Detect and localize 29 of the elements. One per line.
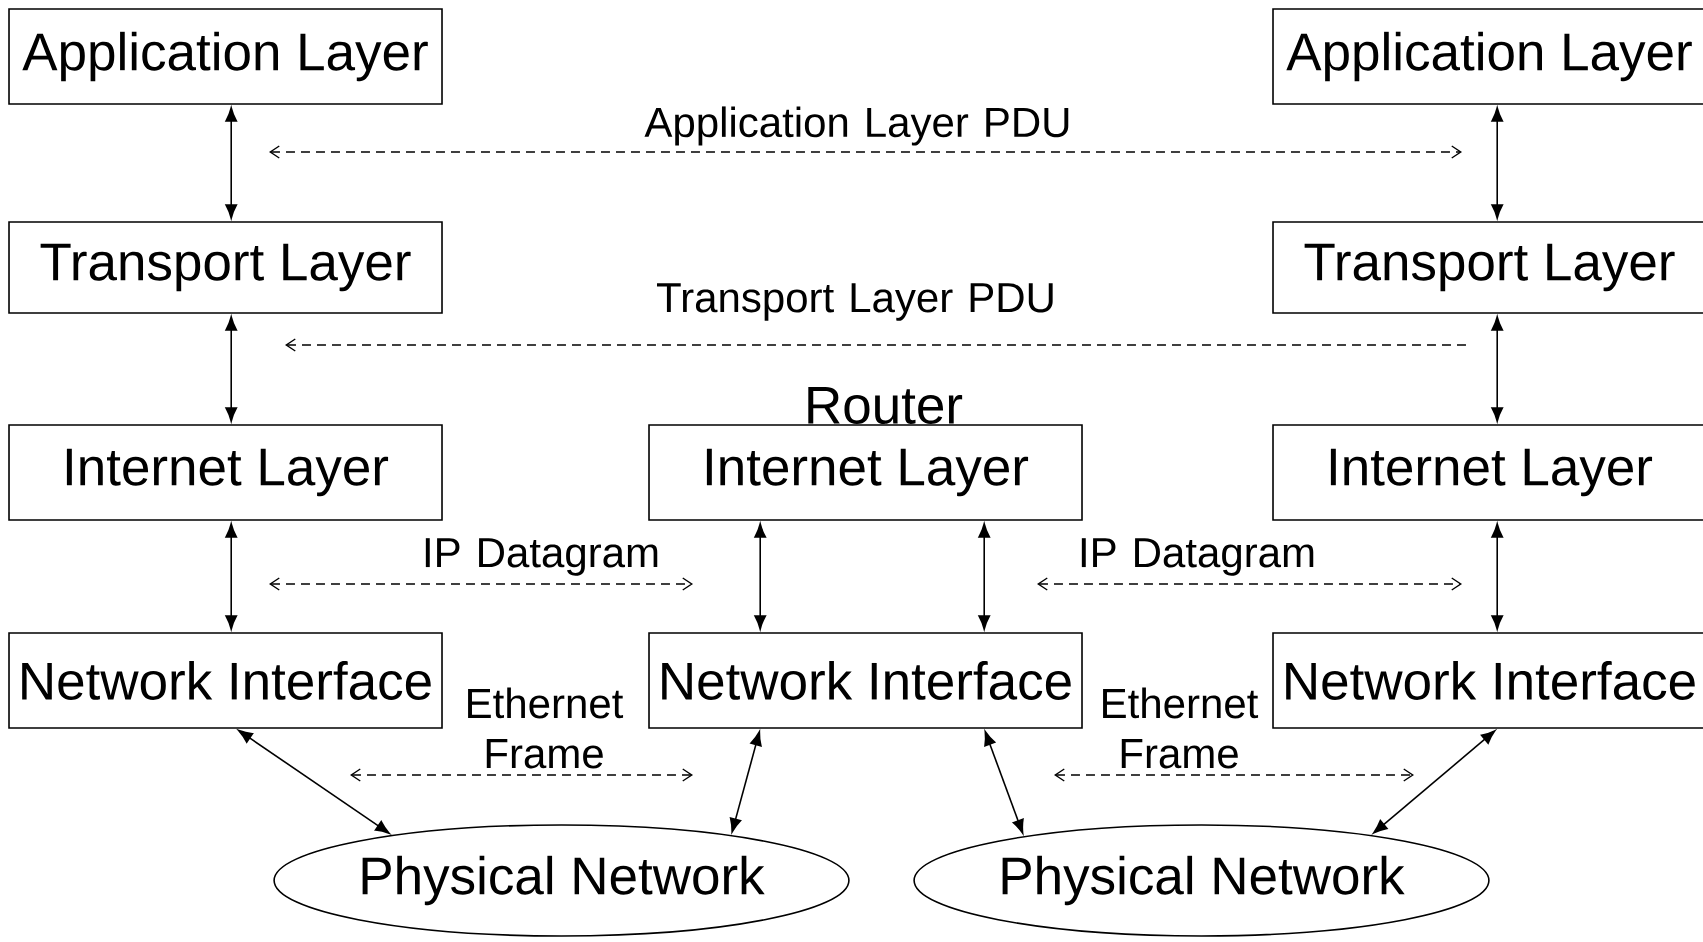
arrow bbox=[984, 731, 1024, 834]
layer-box: Network Interface bbox=[1272, 632, 1703, 729]
pdu-label: Ethernet Frame bbox=[1103, 687, 1259, 769]
layer-box: Application Layer bbox=[1272, 8, 1703, 105]
layer-box: Transport Layer bbox=[8, 221, 443, 314]
layer-box: Application Layer bbox=[8, 8, 443, 105]
pdu-label: IP Datagram bbox=[425, 538, 658, 576]
arrow bbox=[1372, 730, 1496, 834]
arrow bbox=[729, 731, 762, 833]
pdu-label: Ethernet Frame bbox=[468, 687, 624, 769]
arrow bbox=[1491, 107, 1504, 219]
pdu-label: Application Layer PDU bbox=[644, 106, 1069, 146]
heading: Router bbox=[808, 387, 963, 424]
arrow bbox=[225, 523, 238, 630]
arrow bbox=[978, 523, 991, 630]
arrow bbox=[1491, 523, 1504, 630]
pdu-label: Transport Layer PDU bbox=[657, 283, 1053, 321]
arrow bbox=[1491, 316, 1504, 422]
arrow bbox=[225, 107, 238, 219]
layer-box: Internet Layer bbox=[648, 424, 1083, 521]
layer-box: Internet Layer bbox=[1272, 424, 1703, 521]
layer-box: Internet Layer bbox=[8, 424, 443, 521]
arrow bbox=[754, 523, 767, 630]
layer-box: Network Interface bbox=[648, 632, 1083, 729]
arrow bbox=[238, 729, 390, 834]
pdu-label: IP Datagram bbox=[1081, 538, 1314, 576]
layer-box: Transport Layer bbox=[1272, 221, 1703, 314]
layer-box: Network Interface bbox=[8, 632, 443, 729]
arrow bbox=[225, 316, 238, 422]
